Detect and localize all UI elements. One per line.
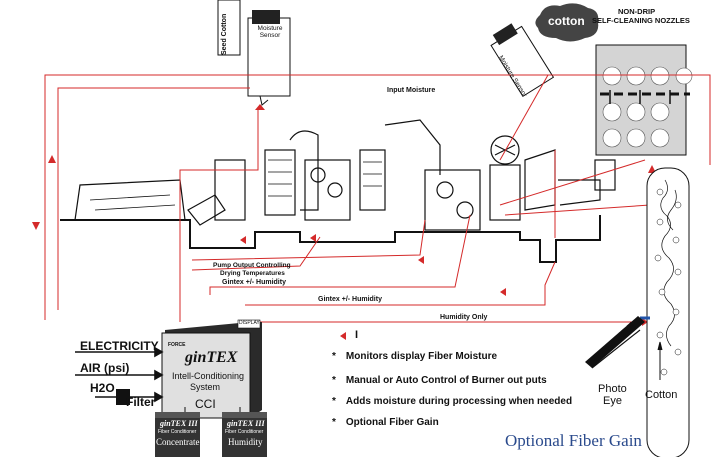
tank-2-name: Humidity — [228, 437, 263, 447]
moisture-bar — [585, 316, 645, 368]
bullet-2: *Manual or Auto Control of Burner out pu… — [332, 375, 547, 386]
gintex-humidity-label-2: Gintex +/- Humidity — [318, 296, 382, 303]
pump-output-label-1: Pump Output Controlling — [213, 262, 291, 269]
legend-arrow-icon — [340, 332, 346, 340]
h2o-label: H2O — [90, 381, 115, 395]
seed-cotton-label: Seed Cotton — [221, 13, 228, 55]
cotton-cloud — [535, 3, 599, 42]
legend-symbol: I — [355, 329, 359, 341]
console-line1: Intell-Conditioning — [172, 371, 245, 381]
humidity-only-label: Humidity Only — [440, 314, 488, 321]
gintex-humidity-label-1: Gintex +/- Humidity — [222, 279, 286, 286]
nozzles-panel — [595, 44, 693, 156]
page-title: Optional Fiber Gain — [505, 431, 642, 450]
moisture-sensor-right — [490, 23, 555, 98]
tank-2-subtitle: Fiber Conditioner — [225, 429, 264, 435]
bullet-3: *Adds moisture during processing when ne… — [332, 396, 573, 407]
cotton-column — [640, 167, 690, 457]
cci-console — [161, 319, 262, 419]
red-flow-lines — [44, 74, 711, 323]
input-arrows — [75, 346, 164, 405]
bullet-1-text: Monitors display Fiber Moisture — [345, 351, 498, 362]
gin-machinery — [74, 119, 616, 231]
electricity-label: ELECTRICITY — [80, 339, 159, 353]
bullet-1: *Monitors display Fiber Moisture — [332, 351, 498, 362]
console-maker: FORCE — [168, 342, 186, 348]
console-model: CCI — [195, 397, 216, 411]
moisture-bar-arm — [591, 329, 641, 369]
console-brand: ginTEX — [185, 349, 238, 366]
ground-line — [60, 215, 601, 263]
tank-1-brand: ginTEX III — [160, 419, 198, 428]
nozzles-label-1: NON-DRIP — [618, 7, 656, 16]
console-line2: System — [190, 382, 221, 392]
cotton-cloud-label: cotton — [548, 14, 585, 28]
tanks — [155, 407, 267, 457]
cotton-column-label: Cotton — [645, 389, 678, 401]
red-arrowheads — [32, 104, 656, 326]
bullet-4-text: Optional Fiber Gain — [345, 417, 439, 428]
moisture-sensor-top — [217, 0, 291, 106]
bullet-3-text: Adds moisture during processing when nee… — [345, 396, 573, 407]
bullet-2-text: Manual or Auto Control of Burner out put… — [345, 375, 547, 386]
air-psi-label: AIR (psi) — [80, 361, 130, 375]
bullet-4: *Optional Fiber Gain — [332, 417, 439, 428]
console-display: DISPLAY — [239, 320, 260, 326]
tank-1-subtitle: Fiber Conditioner — [158, 429, 197, 435]
photo-eye-label-1: Photo — [598, 383, 627, 395]
nozzles-label-2: SELF-CLEANING NOZZLES — [592, 16, 690, 25]
tank-1-name: Concentrate — [156, 437, 200, 447]
tank-2-brand: ginTEX III — [227, 419, 265, 428]
moisture-sensor-top-label: Moisture Sensor — [257, 25, 283, 39]
filter-label: Filter — [126, 395, 156, 409]
photo-eye-label-2: Eye — [603, 395, 622, 407]
input-moisture-label: Input Moisture — [387, 87, 436, 94]
pump-output-label-2: Drying Temperatures — [220, 270, 285, 277]
